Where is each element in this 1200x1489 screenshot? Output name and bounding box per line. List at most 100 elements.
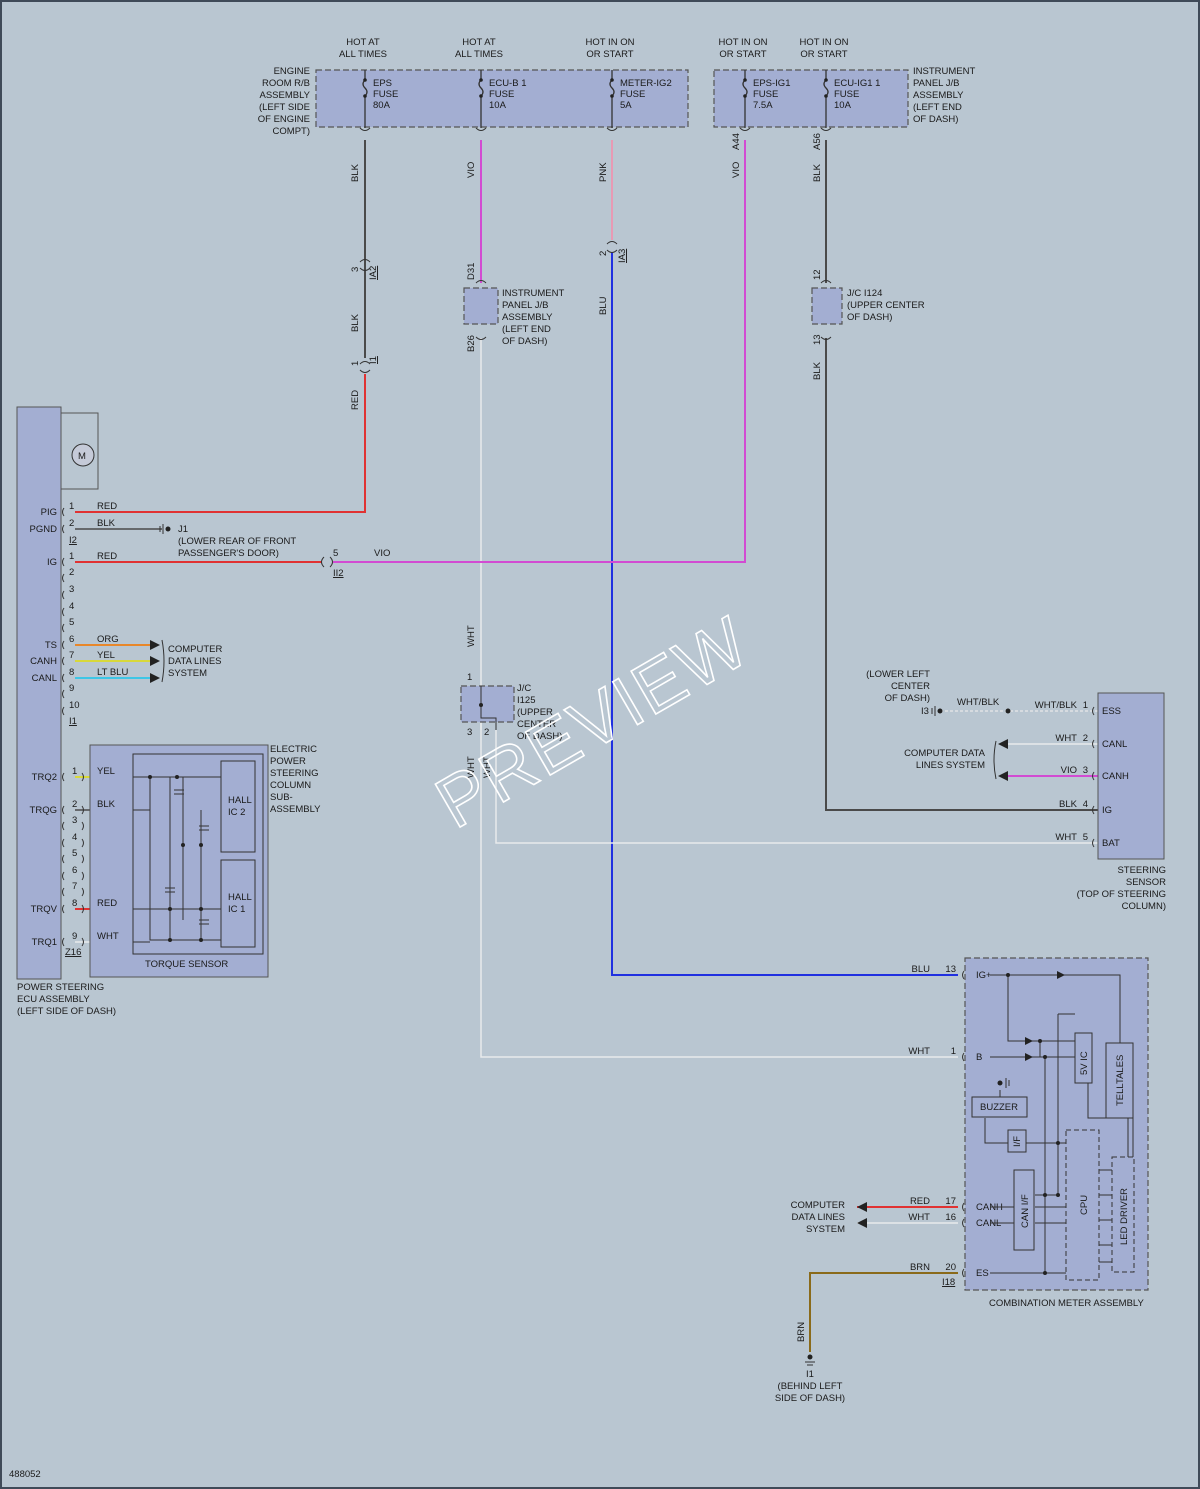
pin-name: CANL (976, 1218, 1001, 1229)
pin-5: 5 (62, 848, 84, 864)
pin-number: 10 (69, 700, 80, 711)
pin-name: TS (45, 640, 57, 651)
pin-number: 6 (72, 865, 77, 876)
pin-number: 2 (72, 799, 77, 810)
pin-name: IG (47, 557, 57, 568)
ground-i3-code: I3 (921, 706, 929, 717)
fuse-node (363, 94, 367, 98)
fuse-node (743, 78, 747, 82)
meter-cpu (1065, 1129, 1100, 1281)
pin-mark (962, 1268, 965, 1278)
motor-label: M (78, 451, 86, 462)
pin-mark (962, 1202, 965, 1212)
meter-telltales (1105, 1042, 1134, 1119)
pin-wire-color: YEL (97, 650, 115, 661)
jc-i125-internal (480, 686, 497, 730)
hall-ic1-box (220, 859, 256, 948)
conn-a2-num: 3 (350, 267, 361, 272)
meter-junctions (1006, 973, 1060, 1275)
inline-connector-marks (321, 127, 832, 568)
pin-mark (962, 1218, 965, 1228)
ground-i1 (805, 1354, 815, 1366)
pin-mark (62, 623, 65, 633)
pin-name: IG+ (976, 970, 992, 981)
pin-mark (62, 673, 65, 683)
pin-name: CANH (1102, 771, 1129, 782)
pin-number: 5 (72, 848, 77, 859)
pin-mark (62, 772, 84, 782)
pin-wire-color: BLK (97, 799, 116, 810)
wire-label-jc-wht-3: WHT (466, 756, 477, 778)
conn-i1-num: 1 (350, 361, 361, 366)
jc-i125-box (460, 685, 515, 723)
pin-number: 1 (72, 766, 77, 777)
jc-i125-junction (479, 703, 483, 707)
conn-b26: B26 (466, 335, 477, 352)
pin-wire-color: WHT/BLK (1035, 700, 1078, 711)
fuse-symbol (742, 70, 748, 128)
pin-number: 3 (1083, 765, 1088, 776)
pin-name: TRQV (31, 904, 58, 915)
meter-if-label: I/F (1012, 1136, 1023, 1147)
wire-pig-red (75, 374, 366, 513)
pin-name: CANL (1102, 739, 1127, 750)
pin-number: 8 (72, 898, 77, 909)
pin-number: 9 (69, 683, 74, 694)
combination-meter-label: COMBINATION METER ASSEMBLY (989, 1298, 1145, 1309)
pin-wire-color: RED (97, 898, 117, 909)
fuse-symbol (823, 70, 829, 128)
wire-ecub-wht (480, 338, 958, 1058)
wire-label-wht-vert: WHT (466, 625, 477, 647)
pin-wire-color: BLK (97, 518, 116, 529)
fuse-symbol (609, 70, 615, 128)
meter-can-if-label: CAN I/F (1020, 1194, 1031, 1228)
pin-name: TRQG (30, 805, 57, 816)
pin-wire-color: WHT (908, 1046, 930, 1057)
pin-number: 7 (72, 881, 77, 892)
ground-j1 (159, 524, 171, 534)
fuse-node (363, 78, 367, 82)
pin-number: 1 (69, 501, 74, 512)
pin-number: 5 (1083, 832, 1088, 843)
pin-number: 3 (72, 815, 77, 826)
power-steering-ecu (16, 406, 62, 980)
pin-mark (62, 904, 84, 914)
pin-wire-color: YEL (97, 766, 115, 777)
ecu-data-line-arrows (150, 639, 165, 683)
meter-5v-ic-label: 5V IC (1079, 1051, 1090, 1075)
instrument-panel-jb-mid (463, 287, 499, 325)
conn-a2: IA2 (368, 266, 379, 280)
pin-mark (62, 821, 84, 831)
pin-mark (1092, 706, 1095, 716)
wire-label-brn-vert: BRN (796, 1322, 807, 1342)
pin-wire-color: RED (97, 551, 117, 562)
